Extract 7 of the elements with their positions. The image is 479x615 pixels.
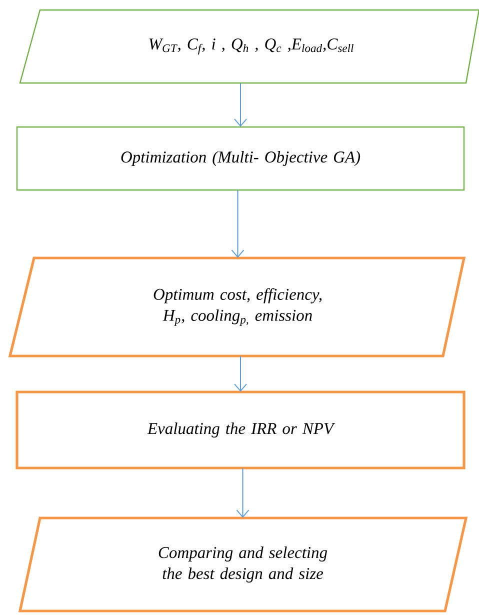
process-box: Optimization (Multi- Objective GA) [16,126,465,191]
arrow [234,356,247,392]
arrow [236,468,250,518]
process-box: Evaluating the IRR or NPV [16,390,466,470]
arrow [234,82,247,127]
arrow [231,190,244,258]
input-parallelogram: W$_{GT}$, C$_{f}$, i , Q$_{h}$ , Q$_{c}$ ,E$_{load}$,C$_{sell}$ [19,9,479,84]
